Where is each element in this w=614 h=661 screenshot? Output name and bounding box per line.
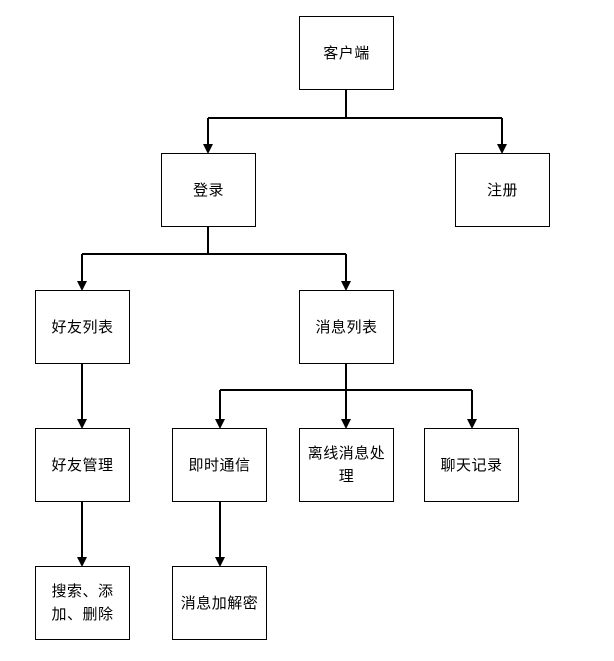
node-message-list-label: 消息列表 <box>315 317 378 336</box>
edge-client-split <box>208 90 502 119</box>
node-friend-list-label: 好友列表 <box>51 317 114 336</box>
node-login: 登录 <box>161 153 256 227</box>
edge-login-split <box>82 227 346 255</box>
node-chat-history: 聊天记录 <box>424 428 519 502</box>
node-message-encryption-label: 消息加解密 <box>180 593 259 612</box>
node-friend-management-label: 好友管理 <box>51 455 114 474</box>
node-register: 注册 <box>455 153 550 227</box>
node-chat-history-label: 聊天记录 <box>440 455 503 474</box>
node-friend-management: 好友管理 <box>35 428 130 502</box>
node-friend-list: 好友列表 <box>35 290 130 364</box>
node-instant-messaging-label: 即时通信 <box>188 455 251 474</box>
node-search-add-delete-label: 搜索、添加、删除 <box>51 582 114 623</box>
node-offline-message-label: 离线消息处理 <box>307 444 386 485</box>
node-instant-messaging: 即时通信 <box>172 428 267 502</box>
node-message-list: 消息列表 <box>299 290 394 364</box>
edge-message-list-split <box>220 364 472 391</box>
node-client: 客户端 <box>299 16 394 90</box>
node-register-label: 注册 <box>486 180 518 199</box>
node-client-label: 客户端 <box>323 43 370 62</box>
node-offline-message: 离线消息处理 <box>299 428 394 502</box>
node-login-label: 登录 <box>192 180 224 199</box>
node-message-encryption: 消息加解密 <box>172 566 267 640</box>
node-search-add-delete: 搜索、添加、删除 <box>35 566 130 640</box>
